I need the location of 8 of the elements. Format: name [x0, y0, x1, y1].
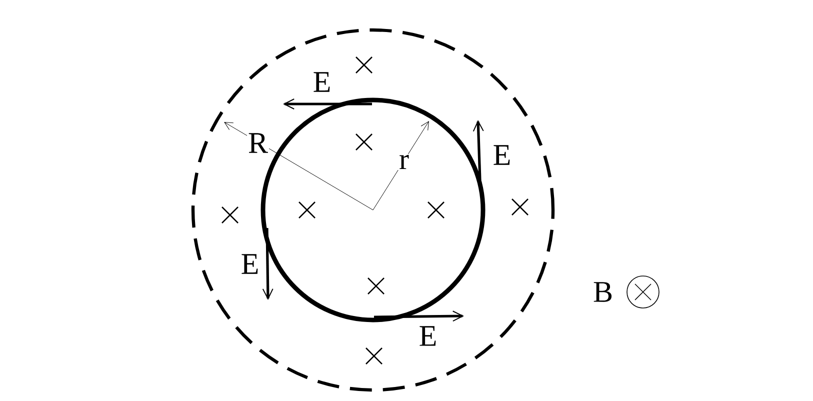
label: E	[312, 71, 332, 93]
dashed-ring	[191, 28, 555, 392]
label: E	[492, 144, 512, 166]
label: R	[247, 132, 270, 154]
label: B	[592, 281, 614, 303]
label: E	[240, 253, 260, 275]
label: r	[398, 154, 410, 170]
label: E	[418, 325, 438, 347]
